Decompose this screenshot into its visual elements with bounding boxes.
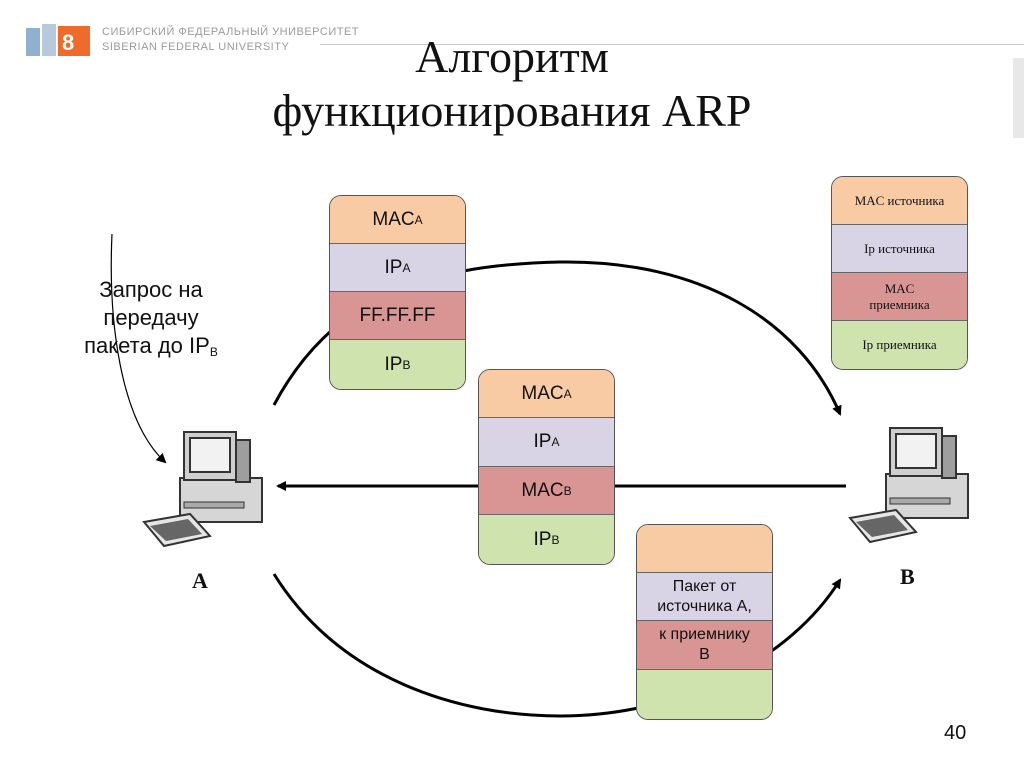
request-line-3: пакета до IPB — [84, 333, 218, 359]
logo-text-en: SIBERIAN FEDERAL UNIVERSITY — [102, 41, 290, 53]
data-packet-footer — [637, 670, 772, 719]
request-pointer — [110, 233, 167, 464]
data-arc — [272, 573, 842, 718]
university-logo-mark-icon: 8 — [26, 24, 90, 56]
computer-b-icon — [848, 427, 969, 544]
node-b-label: B — [900, 564, 915, 589]
title-line-1: Алгоритм — [415, 31, 609, 82]
right-edge-bar — [1013, 58, 1024, 138]
legend-dst-ip: Ip приемника — [832, 321, 967, 369]
data-packet-header — [637, 525, 772, 573]
title-line-2: функционирования ARP — [272, 85, 752, 136]
legend-src-ip: Ip источника — [832, 225, 967, 273]
request-line-2: передачу — [103, 305, 199, 330]
logo-text-ru: СИБИРСКИЙ ФЕДЕРАЛЬНЫЙ УНИВЕРСИТЕТ — [102, 26, 360, 38]
svg-text:8: 8 — [62, 30, 74, 55]
legend-src-mac: MAC источника — [832, 177, 967, 225]
node-a-label: A — [192, 568, 208, 593]
request-dst-mac: FF.FF.FF — [330, 292, 465, 340]
page-number: 40 — [944, 722, 967, 744]
slide-title: Алгоритм функционирования ARP — [140, 30, 884, 138]
university-logo: 8 СИБИРСКИЙ ФЕДЕРАЛЬНЫЙ УНИВЕРСИТЕТ SIBE… — [26, 24, 359, 64]
computer-a-icon — [142, 431, 263, 548]
request-caption: Запрос на передачу пакета до IPB — [36, 276, 266, 366]
request-line-1: Запрос на — [99, 277, 203, 302]
header-divider — [320, 44, 1024, 45]
